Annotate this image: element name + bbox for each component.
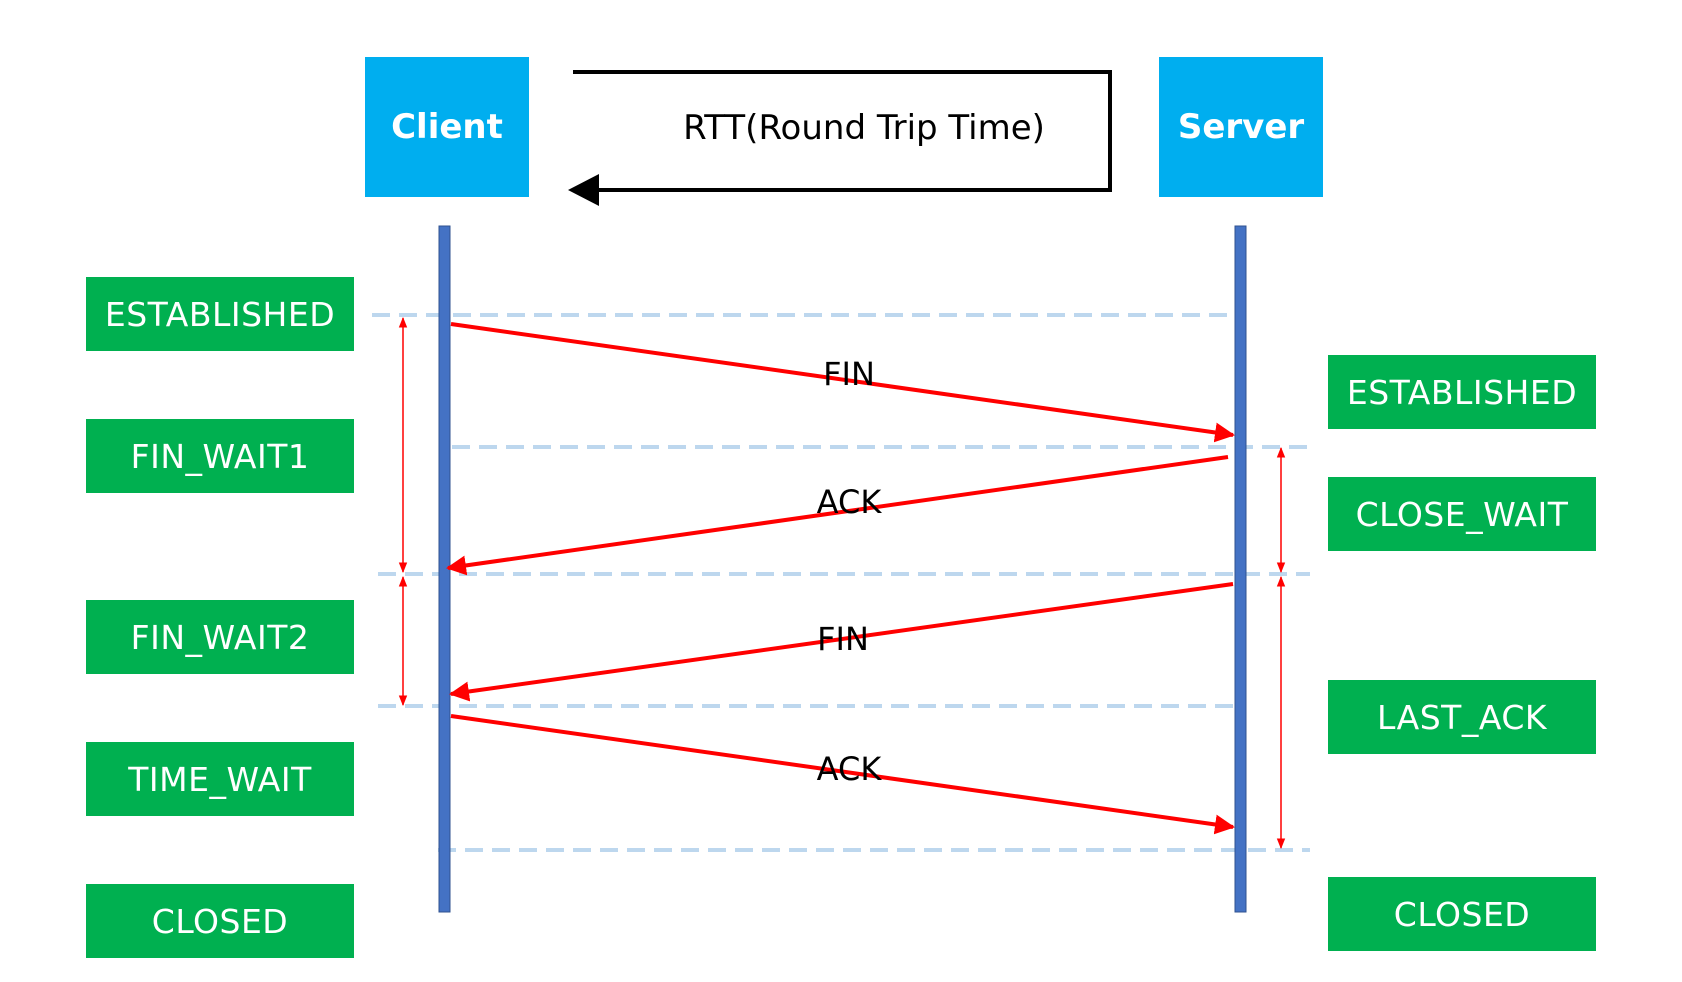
message-arrow-ack-1 xyxy=(446,455,1229,576)
message-label-ack-2: ACK xyxy=(816,750,882,788)
client-header: Client xyxy=(365,57,529,197)
rtt-bracket xyxy=(573,70,1112,192)
rtt-arrow-head xyxy=(568,174,599,206)
message-arrow-ack-2 xyxy=(450,714,1235,835)
server-header: Server xyxy=(1159,57,1323,197)
client-state-closed: CLOSED xyxy=(86,884,354,958)
message-label-fin-2: FIN xyxy=(817,620,869,658)
client-state-fin-wait1: FIN_WAIT1 xyxy=(86,419,354,493)
message-label-ack-1: ACK xyxy=(816,483,882,521)
message-label-fin-1: FIN xyxy=(823,355,875,393)
server-state-close-wait: CLOSE_WAIT xyxy=(1328,477,1596,551)
message-arrow-fin-2 xyxy=(449,582,1234,702)
client-state-fin-wait2: FIN_WAIT2 xyxy=(86,600,354,674)
client-state-established: ESTABLISHED xyxy=(86,277,354,351)
server-state-closed: CLOSED xyxy=(1328,877,1596,951)
server-state-established: ESTABLISHED xyxy=(1328,355,1596,429)
client-state-time-wait: TIME_WAIT xyxy=(86,742,354,816)
server-state-last-ack: LAST_ACK xyxy=(1328,680,1596,754)
message-arrow-fin-1 xyxy=(450,322,1235,443)
server-timeline xyxy=(1234,225,1247,913)
rtt-label: RTT(Round Trip Time) xyxy=(683,108,1045,148)
